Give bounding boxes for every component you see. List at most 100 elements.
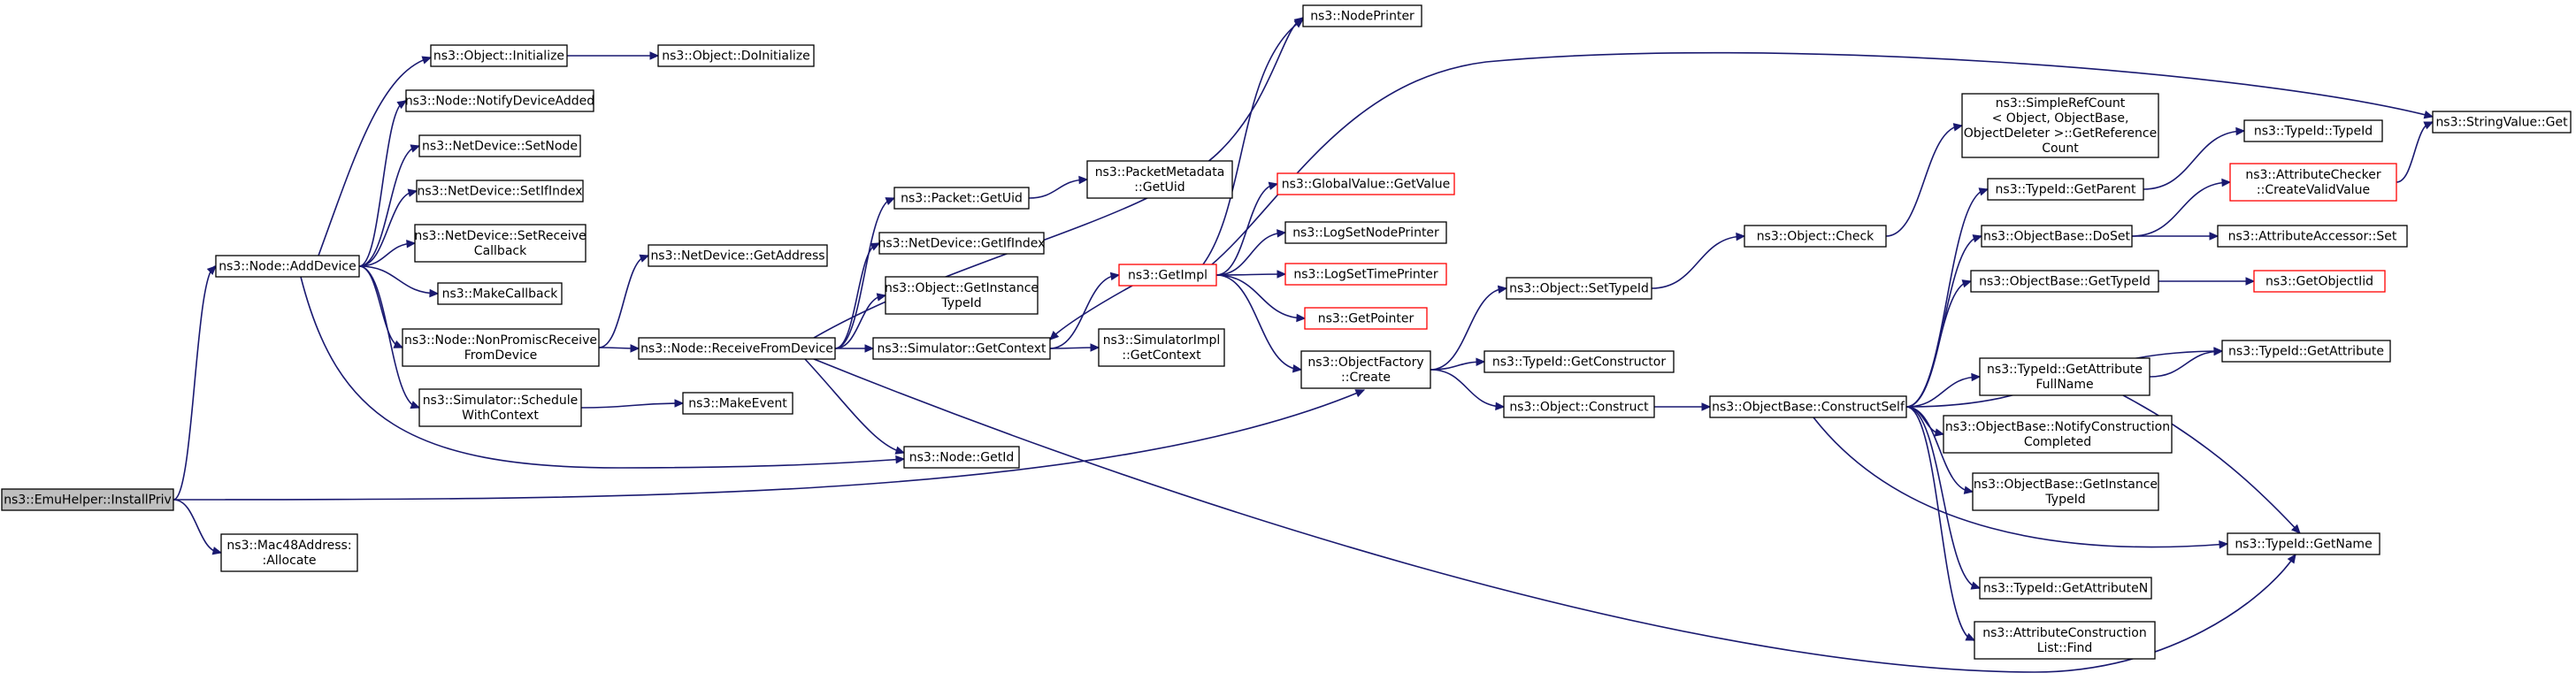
node-obnotifyconstr[interactable]: ns3::ObjectBase::NotifyConstructionCompl… <box>1943 415 2173 454</box>
node-getobjectiid[interactable]: ns3::GetObjectIid <box>2253 270 2386 293</box>
node-label-line: ns3::Object::Check <box>1757 230 1874 244</box>
node-tidtid[interactable]: ns3::TypeId::TypeId <box>2243 119 2383 142</box>
node-logsetnode[interactable]: ns3::LogSetNodePrinter <box>1284 221 1447 244</box>
edge-recvfromdev-to-ndgetifindex-arrowhead <box>870 242 881 251</box>
node-box <box>1284 263 1447 286</box>
node-recvfromdev[interactable]: ns3::Node::ReceiveFromDevice <box>638 337 836 360</box>
node-tidgetparent[interactable]: ns3::TypeId::GetParent <box>1987 178 2144 201</box>
node-setnode[interactable]: ns3::NetDevice::SetNode <box>418 134 581 157</box>
node-label-line: :Allocate <box>262 554 316 568</box>
node-tidgetctor[interactable]: ns3::TypeId::GetConstructor <box>1484 350 1675 373</box>
node-objconstruct[interactable]: ns3::Object::Construct <box>1503 395 1655 418</box>
node-label-line: ns3::NetDevice::SetNode <box>422 140 578 154</box>
node-box <box>1300 350 1431 389</box>
node-simplerefcount[interactable]: ns3::SimpleRefCount< Object, ObjectBase,… <box>1961 93 2159 158</box>
edge-nonpromisc-to-getaddress-arrowhead <box>639 254 650 263</box>
edge-adddevice-to-setrecvcb-arrowhead <box>406 239 417 249</box>
node-tidgetattr[interactable]: ns3::TypeId::GetAttribute <box>2221 340 2391 363</box>
node-obdoset[interactable]: ns3::ObjectBase::DoSet <box>1981 225 2133 248</box>
node-simimplgetctx[interactable]: ns3::SimulatorImpl::GetContext <box>1098 328 1225 367</box>
node-getimpl[interactable]: ns3::GetImpl <box>1118 264 1217 287</box>
node-pktmetauid[interactable]: ns3::PacketMetadata::GetUid <box>1086 160 1233 199</box>
edge-objsettid-to-objcheck <box>1651 235 1745 289</box>
node-box <box>885 276 1039 315</box>
node-mac48[interactable]: ns3::Mac48Address::Allocate <box>220 533 358 572</box>
edge-getimpl-to-gvgetvalue-arrowhead <box>1268 181 1279 190</box>
node-box <box>872 337 1051 360</box>
edge-getimpl-to-nodeprinter-arrowhead <box>1293 19 1304 28</box>
edge-constructself-to-obdoset-arrowhead <box>1972 234 1983 243</box>
node-tidgetattrn[interactable]: ns3::TypeId::GetAttributeN <box>1979 577 2152 600</box>
node-nodeprinter[interactable]: ns3::NodePrinter <box>1302 4 1422 27</box>
node-makeevent[interactable]: ns3::MakeEvent <box>682 392 794 415</box>
edge-getimpl-to-getpointer-arrowhead <box>1296 313 1307 323</box>
node-getaddress[interactable]: ns3::NetDevice::GetAddress <box>648 244 828 267</box>
node-label-line: ns3::TypeId::GetConstructor <box>1492 356 1666 370</box>
node-setifindex[interactable]: ns3::NetDevice::SetIfIndex <box>416 180 584 203</box>
edge-simschedule-to-makeevent-arrowhead <box>674 399 685 408</box>
node-label-line: ns3::Mac48Address: <box>226 539 351 553</box>
node-label-line: ns3::TypeId::GetAttributeN <box>1983 582 2148 596</box>
node-objdoinit[interactable]: ns3::Object::DoInitialize <box>657 44 815 67</box>
node-box <box>1276 172 1455 195</box>
node-label-line: ::GetUid <box>1134 180 1184 195</box>
node-ndgetifindex[interactable]: ns3::NetDevice::GetIfIndex <box>878 232 1046 255</box>
node-root[interactable]: ns3::EmuHelper::InstallPriv <box>1 488 174 511</box>
node-box <box>2253 270 2386 293</box>
node-objcheck[interactable]: ns3::Object::Check <box>1744 225 1887 248</box>
node-box <box>430 44 568 67</box>
node-adddevice[interactable]: ns3::Node::AddDevice <box>215 255 360 278</box>
node-label-line: WithContext <box>462 409 539 423</box>
edge-objfactcreate-to-objconstruct-arrowhead <box>1495 402 1506 411</box>
node-constructself[interactable]: ns3::ObjectBase::ConstructSelf <box>1709 395 1907 418</box>
edge-objfactcreate-to-tidgetctor-arrowhead <box>1476 357 1486 367</box>
node-getpointer[interactable]: ns3::GetPointer <box>1304 307 1428 330</box>
node-label-line: ns3::Simulator::GetContext <box>877 342 1046 356</box>
edge-adddevice-to-notifydev <box>358 100 407 267</box>
node-box <box>1503 395 1655 418</box>
node-stringvalue[interactable]: ns3::StringValue::Get <box>2432 111 2572 134</box>
edge-getimpl-to-logsetnode-arrowhead <box>1276 229 1287 238</box>
node-simgetctx[interactable]: ns3::Simulator::GetContext <box>872 337 1051 360</box>
node-logsettime[interactable]: ns3::LogSetTimePrinter <box>1284 263 1447 286</box>
edge-adddevice-to-notifydev-arrowhead <box>396 100 408 110</box>
node-tidgetname[interactable]: ns3::TypeId::GetName <box>2227 532 2380 555</box>
node-label-line: ns3::NetDevice::GetIfIndex <box>878 237 1046 251</box>
edge-attrchecker-to-stringvalue <box>2396 121 2434 183</box>
node-label-line: ns3::NodePrinter <box>1310 10 1414 24</box>
edge-nonpromisc-to-getaddress <box>598 255 649 348</box>
node-nodegetid[interactable]: ns3::Node::GetId <box>903 446 1020 469</box>
node-pktgetuid[interactable]: ns3::Packet::GetUid <box>893 187 1030 210</box>
edge-constructself-to-tidgetattrn-arrowhead <box>1970 581 1982 590</box>
edge-adddevice-to-objinit <box>318 57 432 256</box>
node-notifydev[interactable]: ns3::Node::NotifyDeviceAdded <box>405 89 594 112</box>
edge-getimpl-to-stringvalue <box>1211 51 2434 265</box>
node-objsettid[interactable]: ns3::Object::SetTypeId <box>1506 277 1652 300</box>
edge-constructself-to-obnotifyconstr-arrowhead <box>1934 428 1945 437</box>
node-label-line: ns3::Object::Initialize <box>433 50 564 64</box>
node-box <box>1979 357 2150 396</box>
edge-constructself-to-tidgetname <box>1813 417 2228 548</box>
edge-objconstruct-to-constructself-arrowhead <box>1701 402 1712 411</box>
node-attraccessor[interactable]: ns3::AttributeAccessor::Set <box>2217 225 2408 248</box>
node-label-line: ns3::ObjectBase::NotifyConstruction <box>1945 420 2170 434</box>
node-objfactcreate[interactable]: ns3::ObjectFactory::Create <box>1300 350 1431 389</box>
edge-constructself-to-obgetinsttid-arrowhead <box>1963 486 1974 494</box>
node-label-line: ns3::Node::GetId <box>909 451 1014 465</box>
node-gvgetvalue[interactable]: ns3::GlobalValue::GetValue <box>1276 172 1455 195</box>
edge-objcheck-to-simplerefcount-arrowhead <box>1952 123 1964 132</box>
node-makecb[interactable]: ns3::MakeCallback <box>437 282 563 305</box>
node-objinit[interactable]: ns3::Object::Initialize <box>430 44 568 67</box>
node-label-line: ns3::Object::GetInstance <box>885 281 1039 295</box>
node-obgettid[interactable]: ns3::ObjectBase::GetTypeId <box>1970 270 2159 293</box>
node-box <box>437 282 563 305</box>
node-attrchecker[interactable]: ns3::AttributeChecker::CreateValidValue <box>2229 163 2397 202</box>
